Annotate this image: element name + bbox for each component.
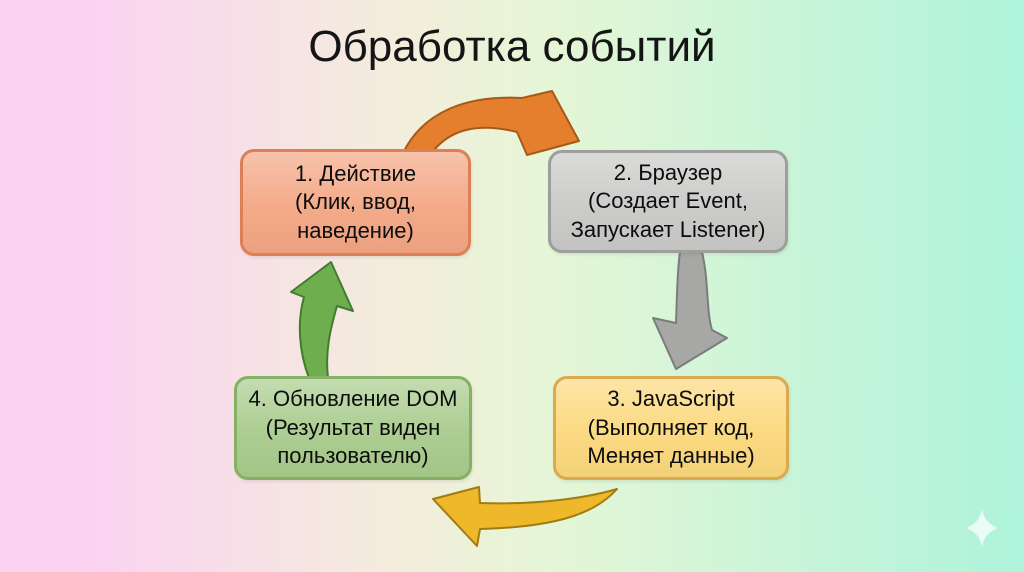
node-step-1-label: 1. Действие (Клик, ввод, наведение) — [294, 160, 417, 243]
node-step-1-action: 1. Действие (Клик, ввод, наведение) — [240, 149, 471, 256]
slide-title: Обработка событий — [308, 22, 716, 71]
sparkle-icon — [966, 509, 998, 547]
arrow-action-to-browser-icon — [402, 90, 580, 163]
arrow-javascript-to-dom-icon — [432, 486, 618, 547]
node-step-3-javascript: 3. JavaScript (Выполняет код, Меняет дан… — [553, 376, 789, 480]
arrow-dom-to-action-icon — [290, 261, 354, 379]
node-step-4-dom-update: 4. Обновление DOM (Результат виден польз… — [234, 376, 472, 480]
node-step-2-label: 2. Браузер (Создает Event, Запускает Lis… — [570, 159, 766, 242]
node-step-4-label: 4. Обновление DOM (Результат виден польз… — [248, 386, 458, 469]
arrow-browser-to-javascript-icon — [652, 251, 728, 370]
node-step-3-label: 3. JavaScript (Выполняет код, Меняет дан… — [587, 386, 755, 469]
node-step-2-browser: 2. Браузер (Создает Event, Запускает Lis… — [548, 150, 788, 253]
